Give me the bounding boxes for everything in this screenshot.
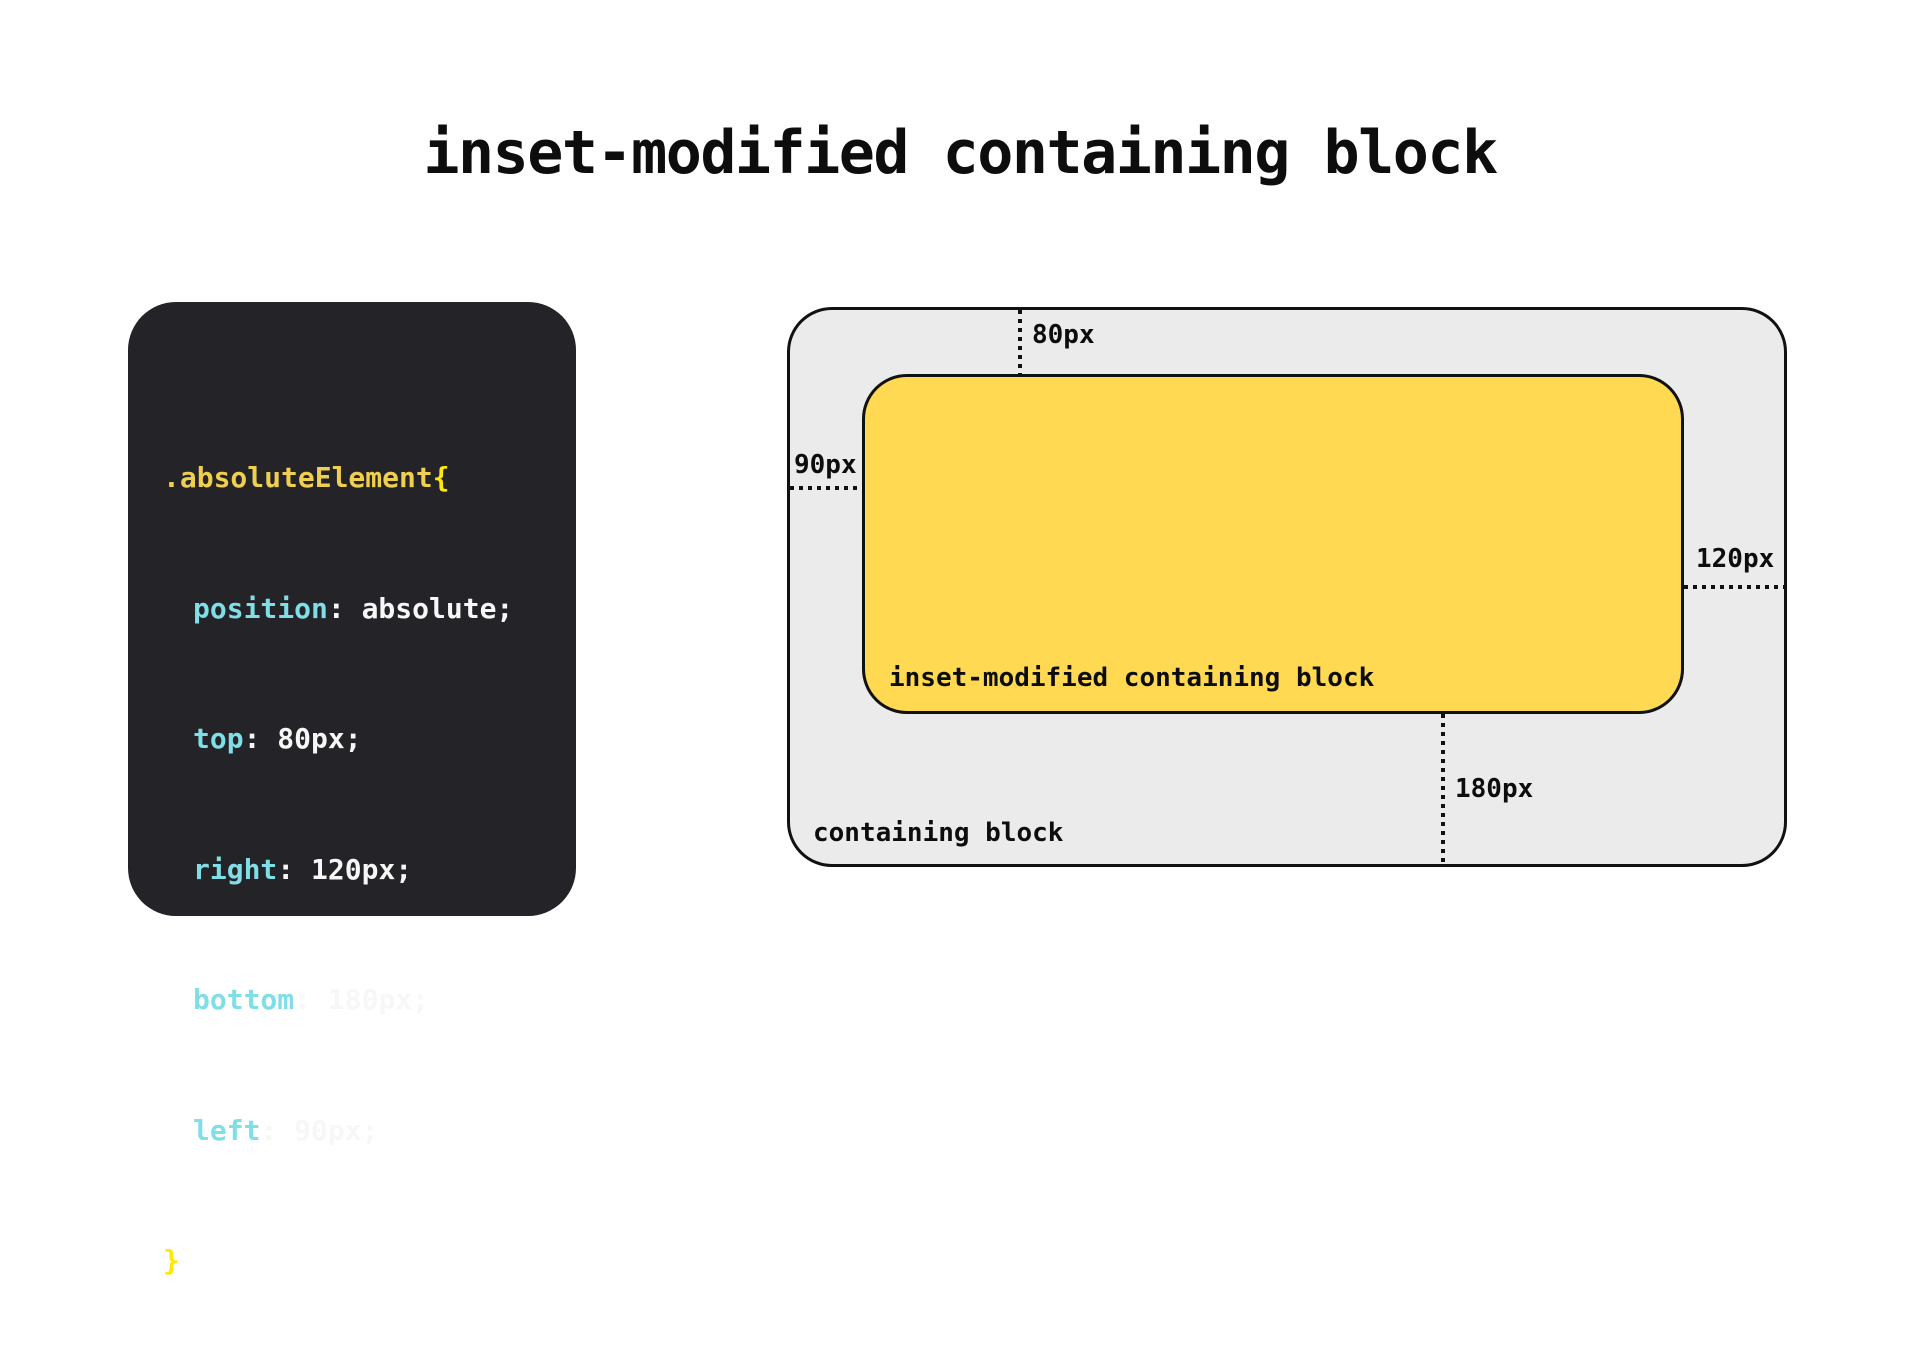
css-value-position: : absolute; [327, 591, 514, 625]
css-property-position: position [193, 591, 328, 625]
page-title: inset-modified containing block [423, 118, 1498, 188]
top-dimension-line [1018, 310, 1022, 375]
open-brace: { [432, 461, 450, 494]
code-line-position: position: absolute; [163, 587, 513, 631]
inset-modified-containing-block-label: inset-modified containing block [889, 663, 1375, 693]
close-brace: } [163, 1244, 180, 1277]
css-code-panel: .absoluteElement{ position: absolute; to… [128, 302, 576, 1277]
left-dimension-label: 90px [794, 450, 857, 480]
code-line-left: left: 90px; [163, 1109, 513, 1153]
css-selector: .absoluteElement [163, 461, 433, 494]
css-property-top: top [193, 722, 244, 755]
css-value-right: : 120px; [277, 852, 413, 886]
code-line-top: top: 80px; [163, 717, 513, 761]
bottom-dimension-label: 180px [1455, 774, 1534, 804]
left-dimension-line [790, 486, 863, 490]
css-property-left: left [193, 1113, 261, 1147]
css-code: .absoluteElement{ position: absolute; to… [163, 369, 513, 1370]
css-value-left: : 90px; [260, 1113, 379, 1147]
inset-modified-containing-block: inset-modified containing block [862, 374, 1684, 714]
css-property-bottom: bottom [193, 983, 295, 1016]
right-dimension-line [1684, 585, 1785, 589]
code-line-close: } [163, 1239, 513, 1283]
code-line-bottom: bottom: 180px; [163, 978, 513, 1022]
containing-block-label: containing block [813, 818, 1064, 848]
right-dimension-label: 120px [1696, 544, 1775, 574]
bottom-dimension-line [1441, 714, 1445, 865]
containing-block: inset-modified containing block containi… [787, 307, 1787, 867]
code-line-selector: .absoluteElement{ [163, 456, 513, 500]
css-value-top: : 80px; [243, 722, 362, 755]
css-property-right: right [193, 852, 278, 886]
code-line-right: right: 120px; [163, 848, 513, 892]
css-value-bottom: : 180px; [294, 983, 430, 1016]
top-dimension-label: 80px [1032, 320, 1095, 350]
